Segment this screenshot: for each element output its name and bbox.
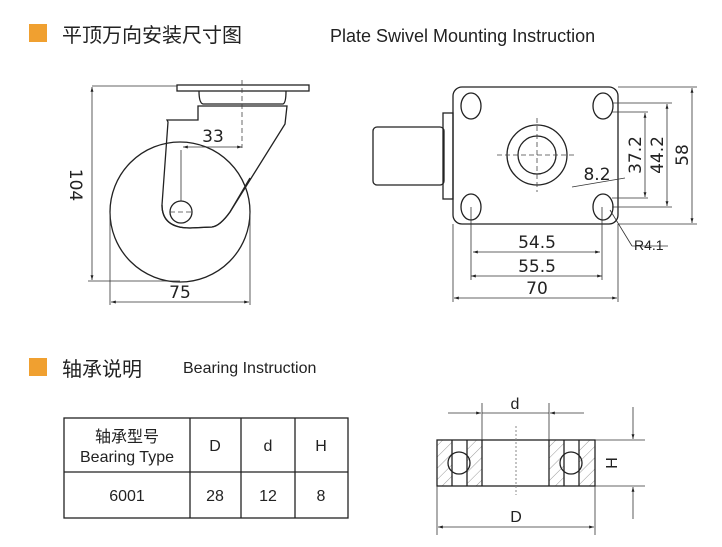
header-type-cn: 轴承型号 <box>95 428 159 446</box>
dim-height: 104 <box>65 169 85 201</box>
dim-hole-outer-h: 55.5 <box>518 257 556 277</box>
header-H: H <box>315 438 327 455</box>
cell-type: 6001 <box>109 488 145 505</box>
dim-radius: R4.1 <box>634 237 664 253</box>
bearing-d-label: d <box>511 396 520 413</box>
dim-hole-outer-v: 44.2 <box>648 136 668 174</box>
cell-H: 8 <box>317 488 326 505</box>
section2-title-en: Bearing Instruction <box>183 360 316 377</box>
section2-title-cn: 轴承说明 <box>62 358 142 381</box>
section-marker-icon <box>29 24 47 42</box>
cell-D: 28 <box>206 488 224 505</box>
header-d: d <box>264 438 273 455</box>
dim-wheel-diameter: 75 <box>169 283 191 303</box>
bearing-D-label: D <box>510 509 522 526</box>
dim-plate-height: 58 <box>673 144 693 166</box>
cell-d: 12 <box>259 488 277 505</box>
dim-hole-inner-h: 54.5 <box>518 233 556 253</box>
dim-hole-inner-v: 37.2 <box>626 136 646 174</box>
section1-title-en: Plate Swivel Mounting Instruction <box>330 26 595 46</box>
header-type-en: Bearing Type <box>80 449 174 466</box>
section1-title-cn: 平顶万向安装尺寸图 <box>62 24 242 47</box>
dim-slot: 8.2 <box>583 165 610 185</box>
section-marker-icon <box>29 358 47 376</box>
dim-plate-width: 70 <box>526 279 548 299</box>
bearing-diagram <box>436 403 645 535</box>
header-D: D <box>209 438 221 455</box>
top-view <box>372 86 697 302</box>
side-view <box>88 80 310 305</box>
bearing-H-label: H <box>604 457 621 469</box>
dim-offset: 33 <box>202 127 224 147</box>
bearing-table <box>63 417 349 519</box>
